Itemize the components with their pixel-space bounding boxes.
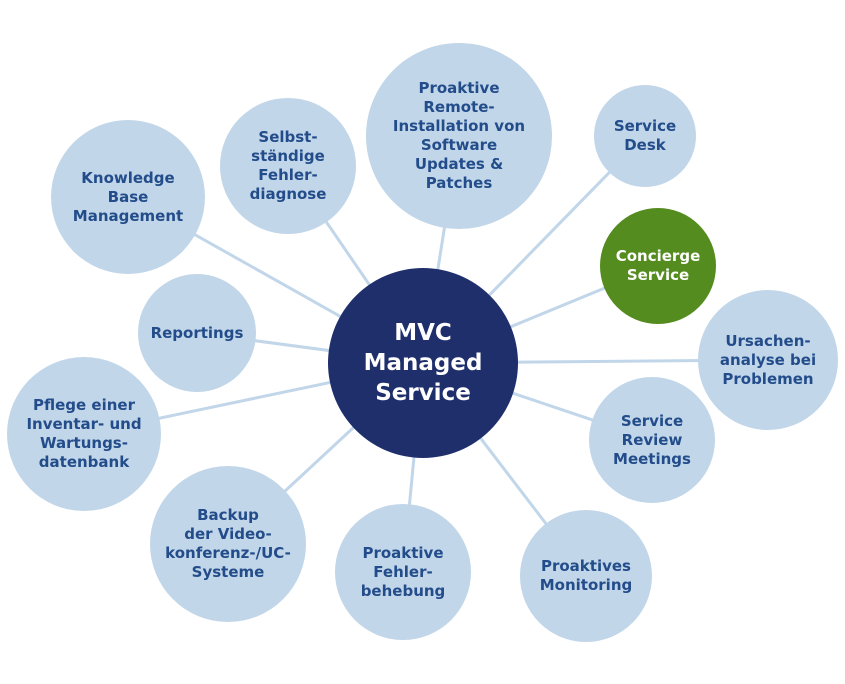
node-label: Selbst- ständige Fehler- diagnose <box>249 128 327 203</box>
node-concierge-service: Concierge Service <box>600 208 716 324</box>
node-label: Service Desk <box>613 117 677 154</box>
node-reportings: Reportings <box>138 274 256 392</box>
hub-node: MVC Managed Service <box>328 268 518 458</box>
node-backup-videokonferenz: Backup der Video- konferenz-/UC- Systeme <box>150 466 306 622</box>
node-selbststaendige-fehlerdiagnose: Selbst- ständige Fehler- diagnose <box>220 98 356 234</box>
node-label: Proaktive Remote- Installation von Softw… <box>392 79 526 192</box>
node-label: Backup der Video- konferenz-/UC- Systeme <box>165 506 291 581</box>
node-proaktive-fehlerbehebung: Proaktive Fehler- behebung <box>335 504 471 640</box>
node-ursachenanalyse: Ursachen- analyse bei Problemen <box>698 290 838 430</box>
node-knowledge-base: Knowledge Base Management <box>51 120 205 274</box>
node-label: Pflege einer Inventar- und Wartungs- dat… <box>26 396 142 471</box>
node-label: Ursachen- analyse bei Problemen <box>719 331 817 388</box>
node-proaktive-remote-installation: Proaktive Remote- Installation von Softw… <box>366 43 552 229</box>
node-pflege-inventar: Pflege einer Inventar- und Wartungs- dat… <box>7 357 161 511</box>
node-label: Knowledge Base Management <box>72 168 184 225</box>
hub-label: MVC Managed Service <box>363 320 483 406</box>
node-label: Proaktives Monitoring <box>539 557 633 594</box>
node-label: Reportings <box>150 323 244 342</box>
node-service-review-meetings: Service Review Meetings <box>589 377 715 503</box>
node-label: Proaktive Fehler- behebung <box>360 543 446 600</box>
node-label: Service Review Meetings <box>613 411 691 468</box>
node-proaktives-monitoring: Proaktives Monitoring <box>520 510 652 642</box>
node-service-desk: Service Desk <box>594 85 696 187</box>
node-label: Concierge Service <box>615 247 701 284</box>
